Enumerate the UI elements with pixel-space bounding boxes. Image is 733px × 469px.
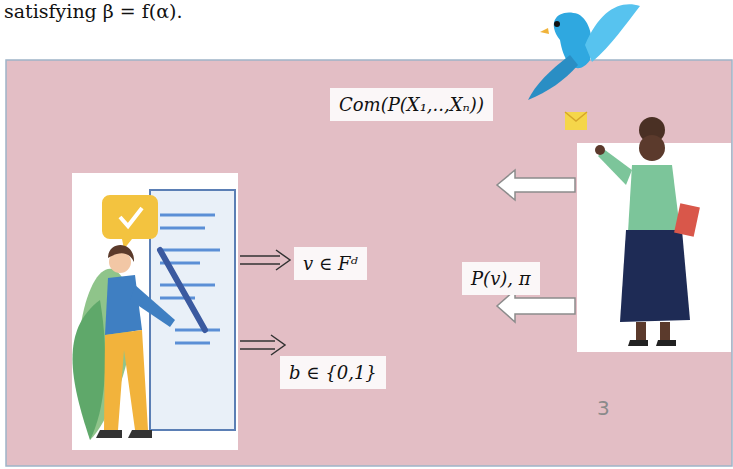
pink-panel (6, 60, 732, 466)
bird-figure (528, 4, 640, 130)
math-label: b ∈ {0,1} (280, 356, 386, 389)
math-label: Com(P(X₁,..,Xₙ)) (330, 88, 493, 121)
prover-figure (577, 117, 731, 352)
math-label: v ∈ Fᵈ (294, 247, 367, 280)
verifier-figure (72, 173, 238, 450)
slide-text: satisfying β = f(α). (4, 0, 183, 22)
math-label: P(v), π (462, 262, 540, 295)
hollow-arrow (497, 170, 575, 322)
double-arrow (240, 250, 290, 355)
page-number: 3 (597, 396, 610, 420)
